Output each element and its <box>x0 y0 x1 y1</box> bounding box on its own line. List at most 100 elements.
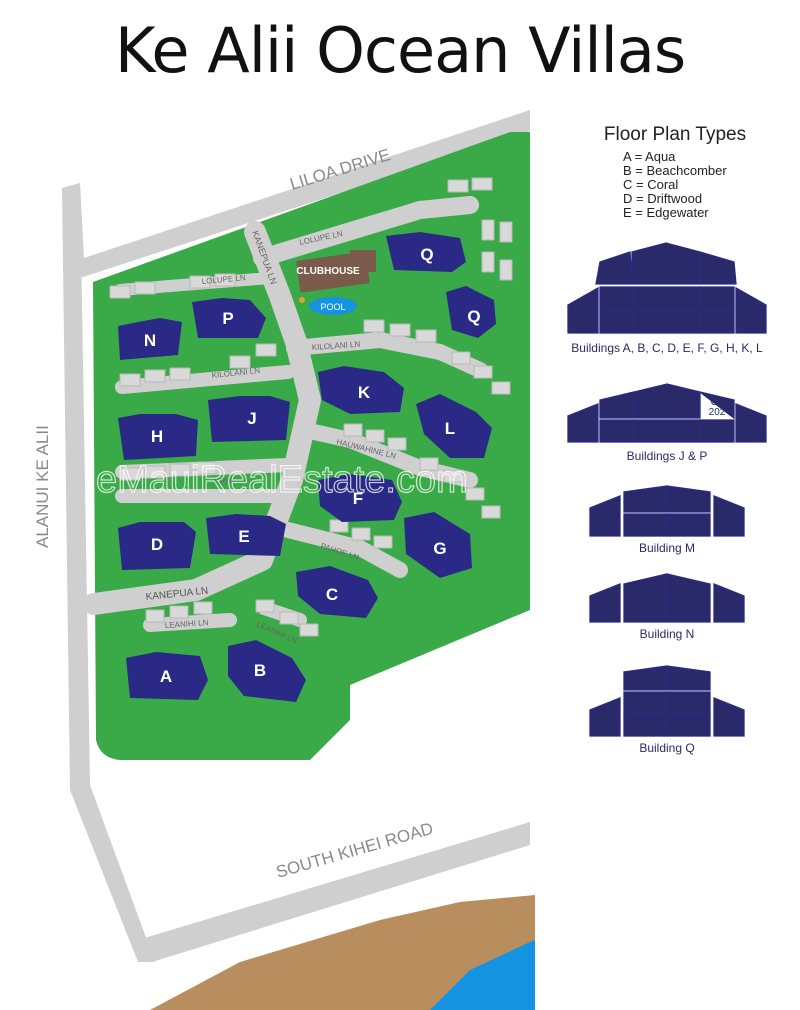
svg-text:E: E <box>663 254 670 265</box>
legend-item: A = Aqua <box>623 149 676 164</box>
road-network <box>62 110 530 962</box>
svg-text:A: A <box>579 418 586 429</box>
building-label: C <box>326 585 338 604</box>
svg-text:A1: A1 <box>724 598 737 609</box>
svg-text:B1: B1 <box>711 422 724 433</box>
watermark: eMauiRealEstate.com <box>96 459 468 501</box>
svg-text:102: 102 <box>681 609 698 620</box>
building-label: E <box>238 527 249 546</box>
legend-title: Floor Plan Types <box>603 124 747 145</box>
svg-text:204: 204 <box>637 500 654 511</box>
building-label: Q <box>420 245 433 264</box>
pool[interactable]: POOL <box>299 297 357 315</box>
building-m[interactable] <box>118 318 182 360</box>
svg-text:105: 105 <box>596 722 613 733</box>
building-h[interactable] <box>118 414 198 460</box>
svg-text:E: E <box>664 392 671 403</box>
svg-text:202: 202 <box>681 704 698 715</box>
page-title: Ke Alii Ocean Villas <box>114 14 686 87</box>
legend-list: A = Aqua B = Beachcomber C = Coral D = D… <box>623 150 790 220</box>
building-n[interactable] <box>192 298 266 338</box>
building-p[interactable] <box>386 232 466 272</box>
floor-plan-4 <box>589 573 745 623</box>
svg-text:105: 105 <box>596 522 613 533</box>
road-label-upiki: UPIKI LN <box>214 477 248 486</box>
svg-text:B: B <box>686 694 693 705</box>
svg-text:304: 304 <box>637 680 654 691</box>
svg-text:105: 105 <box>596 609 613 620</box>
svg-text:102: 102 <box>709 322 726 333</box>
svg-text:302: 302 <box>681 680 698 691</box>
building-label: J <box>247 409 256 428</box>
building-q[interactable] <box>446 286 496 338</box>
svg-text:B: B <box>642 716 649 727</box>
svg-text:B: B <box>642 694 649 705</box>
svg-text:102: 102 <box>709 432 726 443</box>
building-d[interactable] <box>118 522 196 570</box>
building-j[interactable] <box>208 396 290 442</box>
svg-text:304: 304 <box>608 269 625 280</box>
svg-text:102: 102 <box>681 726 698 737</box>
svg-text:101: 101 <box>722 522 739 533</box>
legend-item: D = Driftwood <box>623 191 703 206</box>
building-label: K <box>358 383 371 402</box>
svg-text:204: 204 <box>609 299 626 310</box>
clubhouse[interactable]: CLUBHOUSE <box>296 250 376 293</box>
legend-item: E = Edgewater <box>623 205 709 220</box>
floor-plan-2 <box>567 383 767 443</box>
svg-text:A: A <box>727 511 734 522</box>
clubhouse-label: CLUBHOUSE <box>296 266 360 277</box>
svg-text:D: D <box>663 289 670 300</box>
svg-text:C1: C1 <box>683 490 696 501</box>
building-labels: N P Q Q Q H J K L D E F G C A B <box>144 245 481 686</box>
svg-text:102: 102 <box>681 526 698 537</box>
building-g[interactable] <box>404 512 472 578</box>
floor-plan-caption: Building M <box>639 541 695 555</box>
svg-text:303: 303 <box>658 265 675 276</box>
building-b[interactable] <box>228 640 306 702</box>
building-k[interactable] <box>318 366 404 414</box>
svg-text:104: 104 <box>609 322 626 333</box>
svg-text:105: 105 <box>576 317 593 328</box>
building-label: Q <box>467 307 480 326</box>
svg-text:101: 101 <box>722 722 739 733</box>
road-label-alanui: ALANUI KE ALII <box>33 425 52 548</box>
building-label: D <box>151 535 163 554</box>
buildings <box>118 232 496 702</box>
svg-text:B: B <box>614 289 621 300</box>
svg-text:B1: B1 <box>639 516 652 527</box>
svg-text:C: C <box>685 670 692 681</box>
svg-text:C: C <box>612 258 619 269</box>
svg-text:B: B <box>686 716 693 727</box>
floor-plan-caption: Buildings J & P <box>627 449 708 463</box>
floor-plan-caption: Building Q <box>639 741 694 755</box>
parking-stalls <box>109 177 513 637</box>
svg-text:104: 104 <box>637 526 654 537</box>
svg-text:C1: C1 <box>711 397 724 408</box>
svg-text:103: 103 <box>659 322 676 333</box>
pool-label: POOL <box>320 302 345 312</box>
svg-text:104: 104 <box>609 432 626 443</box>
svg-text:B: B <box>614 312 621 323</box>
building-label: G <box>433 539 446 558</box>
svg-text:C1: C1 <box>611 397 624 408</box>
building-f[interactable] <box>318 474 402 522</box>
svg-text:B: B <box>714 312 721 323</box>
building-e[interactable] <box>206 514 286 556</box>
svg-text:A: A <box>601 511 608 522</box>
floor-plan-legend: Floor Plan Types A = Aqua B = Beachcombe… <box>560 124 790 220</box>
building-label: L <box>445 419 455 438</box>
ocean-water <box>430 940 535 1010</box>
svg-text:C: C <box>712 258 719 269</box>
svg-text:105: 105 <box>574 429 591 440</box>
floor-plan-1 <box>567 242 767 334</box>
svg-text:A: A <box>581 306 588 317</box>
road-label-leanihi: LEANIHI LN <box>165 618 209 630</box>
svg-text:C1: C1 <box>639 490 652 501</box>
svg-text:203: 203 <box>659 403 676 414</box>
svg-text:302: 302 <box>708 269 725 280</box>
building-label: A <box>160 667 172 686</box>
building-l[interactable] <box>416 394 492 458</box>
building-c[interactable] <box>296 566 378 618</box>
building-a[interactable] <box>126 652 208 700</box>
